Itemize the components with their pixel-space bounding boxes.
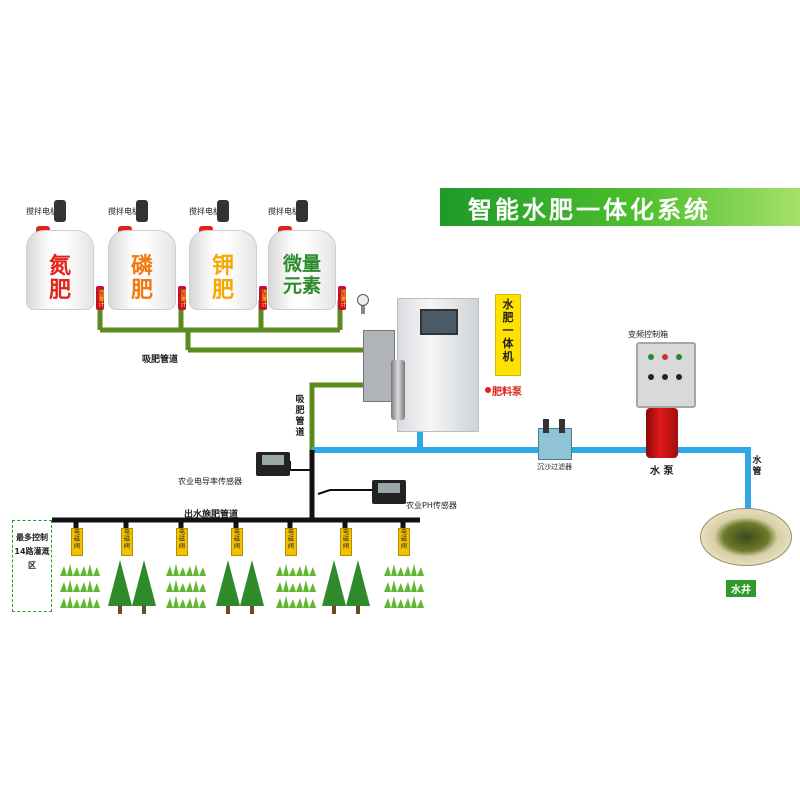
tree-icon xyxy=(108,560,156,614)
tank-label: 微量元素 xyxy=(282,253,321,297)
tank-label: 氮肥 xyxy=(48,254,71,303)
solenoid-valve-icon: 电磁阀 xyxy=(121,528,133,556)
water-pump-icon xyxy=(646,408,678,458)
indicator-icon xyxy=(648,354,654,360)
switch-icon xyxy=(676,374,682,380)
pressure-gauge-icon xyxy=(361,300,365,314)
filter-handle-icon xyxy=(543,419,549,433)
stirring-motor-label: 搅拌电机 xyxy=(268,207,300,216)
fertilizer-pump-icon xyxy=(391,360,405,420)
water-well xyxy=(696,500,796,576)
crop-area xyxy=(60,560,424,614)
machine-label: 水肥一体机 xyxy=(502,298,514,363)
outlet-pipe-label: 出水施肥管道 xyxy=(184,510,239,520)
tree-icon xyxy=(216,560,264,614)
solenoid-valve-icon: 电磁阀 xyxy=(231,528,243,556)
filter-label: 沉沙过滤器 xyxy=(537,463,572,471)
machine-cabinet xyxy=(397,298,479,432)
fertilizer-pump-label: 肥料泵 xyxy=(492,387,522,398)
solenoid-valve-icon: 电磁阀 xyxy=(340,528,352,556)
flowmeter-icon: 流量计 xyxy=(338,286,346,310)
solenoid-valve-icon: 电磁阀 xyxy=(71,528,83,556)
grass-icon xyxy=(384,564,424,608)
tank-body: 微量元素 xyxy=(268,230,336,310)
filter-handle-icon xyxy=(559,419,565,433)
tree-icon xyxy=(322,560,370,614)
irrigation-zone-label: 最多控制14路灌溉区 xyxy=(14,533,50,570)
switch-icon xyxy=(662,374,668,380)
well-icon xyxy=(700,508,792,566)
flowmeter-icon: 流量计 xyxy=(259,286,267,310)
grass-icon xyxy=(276,564,316,608)
control-box-label: 变频控制箱 xyxy=(628,330,668,339)
stirring-motor-label: 搅拌电机 xyxy=(26,207,58,216)
page-title: 智能水肥一体化系统 xyxy=(468,195,711,224)
flowmeter-icon: 流量计 xyxy=(178,286,186,310)
solenoid-valve-icon: 电磁阀 xyxy=(285,528,297,556)
stirring-motor-label: 搅拌电机 xyxy=(189,207,221,216)
title-banner: 智能水肥一体化系统 xyxy=(440,188,800,226)
stirring-motor-icon xyxy=(136,200,148,222)
suction-pipe-label: 吸肥管道 xyxy=(142,355,179,365)
tank-label: 钾肥 xyxy=(211,254,234,303)
stirring-motor-icon xyxy=(217,200,229,222)
fertilizer-suction-pipe xyxy=(97,300,383,450)
grass-icon xyxy=(60,564,100,608)
tank-label: 磷肥 xyxy=(130,254,153,303)
sand-filter-icon xyxy=(538,419,572,460)
pump-marker-icon xyxy=(485,387,491,393)
tank-body: 钾肥 xyxy=(189,230,257,310)
switch-icon xyxy=(648,374,654,380)
tank-body: 磷肥 xyxy=(108,230,176,310)
touch-screen-icon xyxy=(420,309,458,335)
frequency-control-box xyxy=(636,342,696,408)
suction-pipe-vertical-label: 吸肥管道 xyxy=(295,395,305,438)
indicator-icon xyxy=(662,354,668,360)
fertigation-machine xyxy=(355,290,485,440)
ph-sensor-label: 农业PH传感器 xyxy=(406,501,457,510)
stirring-motor-icon xyxy=(296,200,308,222)
pump-manifold-icon xyxy=(363,330,395,402)
irrigation-zone-box: 最多控制14路灌溉区 xyxy=(12,520,52,612)
grass-icon xyxy=(166,564,206,608)
ec-sensor-icon xyxy=(256,452,290,476)
outlet-pipe xyxy=(52,450,420,535)
water-pump-label: 水 泵 xyxy=(650,466,674,477)
ph-sensor-icon xyxy=(372,480,406,504)
machine-label-box: 水肥一体机 xyxy=(495,294,521,376)
solenoid-valve-icon: 电磁阀 xyxy=(398,528,410,556)
gauge-dial-icon xyxy=(357,294,369,306)
stirring-motor-label: 搅拌电机 xyxy=(108,207,140,216)
well-label: 水井 xyxy=(726,580,756,597)
flowmeter-icon: 流量计 xyxy=(96,286,104,310)
water-pipe-label: 水管 xyxy=(752,456,762,477)
ec-sensor-label: 农业电导率传感器 xyxy=(178,477,242,486)
stirring-motor-icon xyxy=(54,200,66,222)
indicator-icon xyxy=(676,354,682,360)
tank-body: 氮肥 xyxy=(26,230,94,310)
solenoid-valve-icon: 电磁阀 xyxy=(176,528,188,556)
